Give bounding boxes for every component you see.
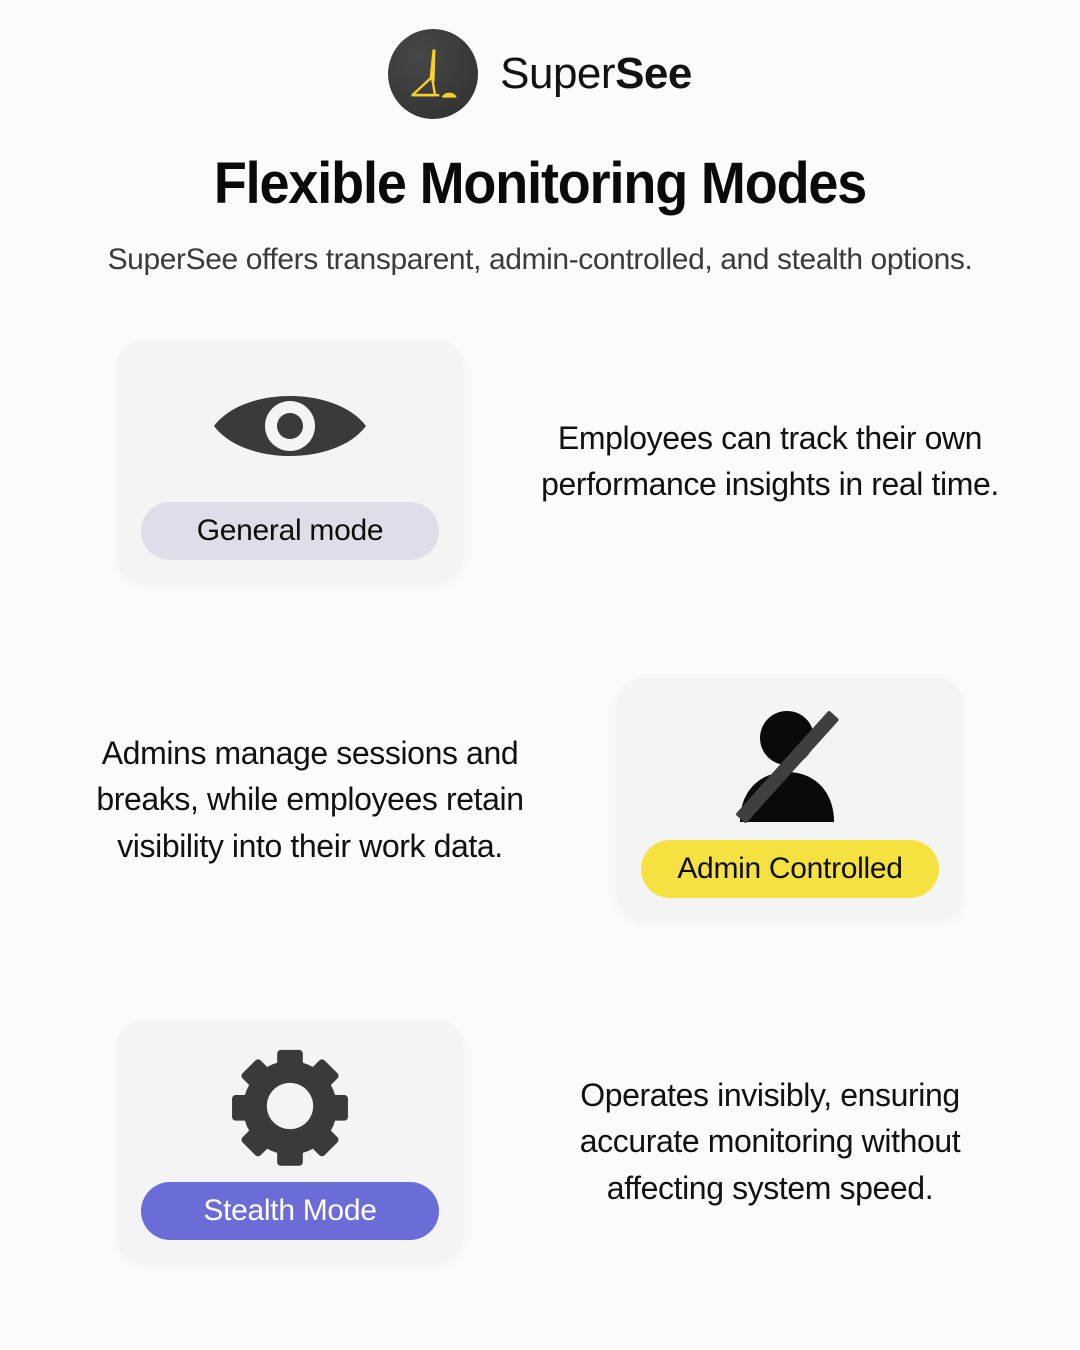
mode-card-slot: Stealth Mode <box>60 1020 520 1263</box>
brand-name-light: Super <box>500 49 616 98</box>
eye-icon <box>210 366 370 486</box>
mode-card-general[interactable]: General mode <box>117 340 463 583</box>
mode-row-admin: Admin Controlled Admins manage sessions … <box>0 678 1080 921</box>
mode-card-slot: General mode <box>60 340 520 583</box>
gear-icon <box>229 1046 351 1167</box>
mode-row-general: General mode Employees can track their o… <box>0 340 1080 583</box>
brand-header: SuperSee <box>0 0 1080 120</box>
modes-list: General mode Employees can track their o… <box>0 340 1080 1263</box>
mode-description-admin: Admins manage sessions and breaks, while… <box>96 734 524 864</box>
mode-card-stealth[interactable]: Stealth Mode <box>117 1020 463 1263</box>
brand-name-bold: See <box>615 49 692 98</box>
mode-card-slot: Admin Controlled <box>560 678 1020 921</box>
mode-card-admin[interactable]: Admin Controlled <box>617 678 963 921</box>
supersee-monitor-logo-icon <box>388 29 479 119</box>
mode-row-stealth: Stealth Mode Operates invisibly, ensurin… <box>0 1020 1080 1263</box>
page-title: Flexible Monitoring Modes <box>213 151 867 216</box>
page-subtitle: SuperSee offers transparent, admin-contr… <box>107 242 973 276</box>
mode-description-general: Employees can track their own performanc… <box>541 420 999 503</box>
mode-pill-stealth[interactable]: Stealth Mode <box>141 1182 439 1241</box>
user-slash-icon <box>725 704 855 824</box>
mode-pill-admin[interactable]: Admin Controlled <box>641 840 939 899</box>
mode-pill-general[interactable]: General mode <box>141 502 439 561</box>
brand-name: SuperSee <box>500 52 692 96</box>
mode-description-stealth: Operates invisibly, ensuring accurate mo… <box>579 1076 961 1206</box>
